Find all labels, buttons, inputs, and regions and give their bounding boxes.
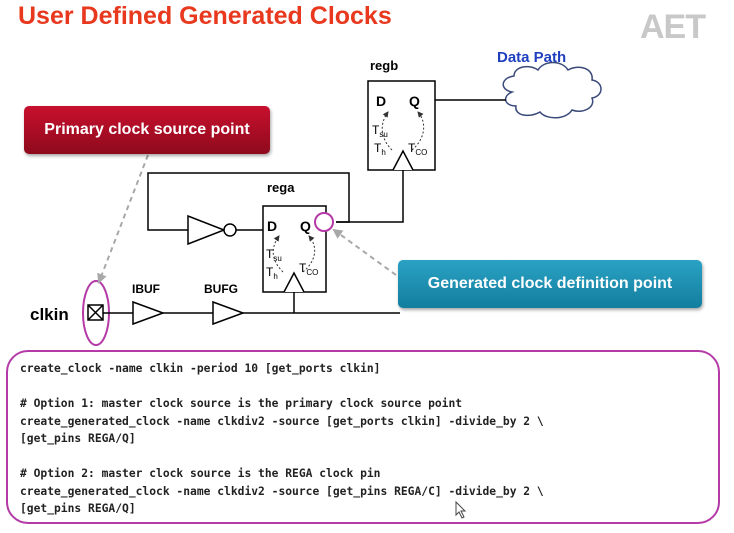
regb-d-pin: D xyxy=(376,93,386,109)
regb-th-label: Th xyxy=(374,141,386,157)
clkin-port-cross-b xyxy=(87,304,104,321)
rega-clock-triangle xyxy=(283,271,305,293)
bufg-label: BUFG xyxy=(204,282,238,296)
code-line: create_generated_clock -name clkdiv2 -so… xyxy=(20,484,544,498)
company-logo: AET xyxy=(640,8,706,46)
rega-th-label: Th xyxy=(266,265,278,281)
code-line: create_clock -name clkin -period 10 [get… xyxy=(20,362,381,375)
code-line: # Option 1: master clock source is the p… xyxy=(20,397,463,410)
ibuf-label: IBUF xyxy=(132,282,160,296)
regb-q-pin: Q xyxy=(409,93,420,109)
rega-tsu-label: Tsu xyxy=(266,247,282,263)
regb-tsu-label: Tsu xyxy=(372,123,388,139)
code-line: [get_pins REGA/Q] xyxy=(20,432,136,445)
inverter-gate xyxy=(187,214,227,246)
rega-tco-label: TCO xyxy=(299,261,318,277)
code-line xyxy=(20,378,718,396)
primary-callout-arrow xyxy=(97,154,149,284)
rega-q-to-regb-clock-wire xyxy=(336,170,404,223)
regb-clock-triangle xyxy=(392,149,414,171)
mouse-pointer-icon xyxy=(455,501,467,519)
unused xyxy=(349,170,380,185)
data-path-cloud xyxy=(502,61,602,119)
generated-clock-callout: Generated clock definition point xyxy=(398,260,702,308)
rega-setup-arc xyxy=(272,235,284,273)
regb-tco-arc xyxy=(411,111,425,151)
clkin-label: clkin xyxy=(30,305,69,324)
regb-setup-arc xyxy=(381,111,393,151)
inverter-bubble xyxy=(223,223,237,237)
code-line xyxy=(20,448,718,466)
generated-callout-arrow xyxy=(332,228,397,276)
code-line: create_generated_clock -name clkdiv2 -so… xyxy=(20,414,544,428)
regb-label: regb xyxy=(370,58,398,73)
code-line: # Option 2: master clock source is the R… xyxy=(20,467,381,480)
ibuf-buffer xyxy=(132,300,166,326)
generated-clock-point-marker xyxy=(314,212,334,232)
rega-q-pin: Q xyxy=(300,218,311,234)
sdc-code-box: create_clock -name clkin -period 10 [get… xyxy=(6,350,720,524)
regb-tco-label: TCO xyxy=(408,141,427,157)
bufg-buffer xyxy=(212,300,246,326)
code-line: [get_pins REGA/Q] xyxy=(20,502,136,515)
rega-label: rega xyxy=(267,180,295,195)
rega-tco-arc xyxy=(302,235,316,273)
slide-title: User Defined Generated Clocks xyxy=(18,2,392,30)
rega-d-pin: D xyxy=(267,218,277,234)
primary-clock-callout: Primary clock source point xyxy=(24,106,270,154)
data-path-label: Data Path xyxy=(497,49,566,66)
